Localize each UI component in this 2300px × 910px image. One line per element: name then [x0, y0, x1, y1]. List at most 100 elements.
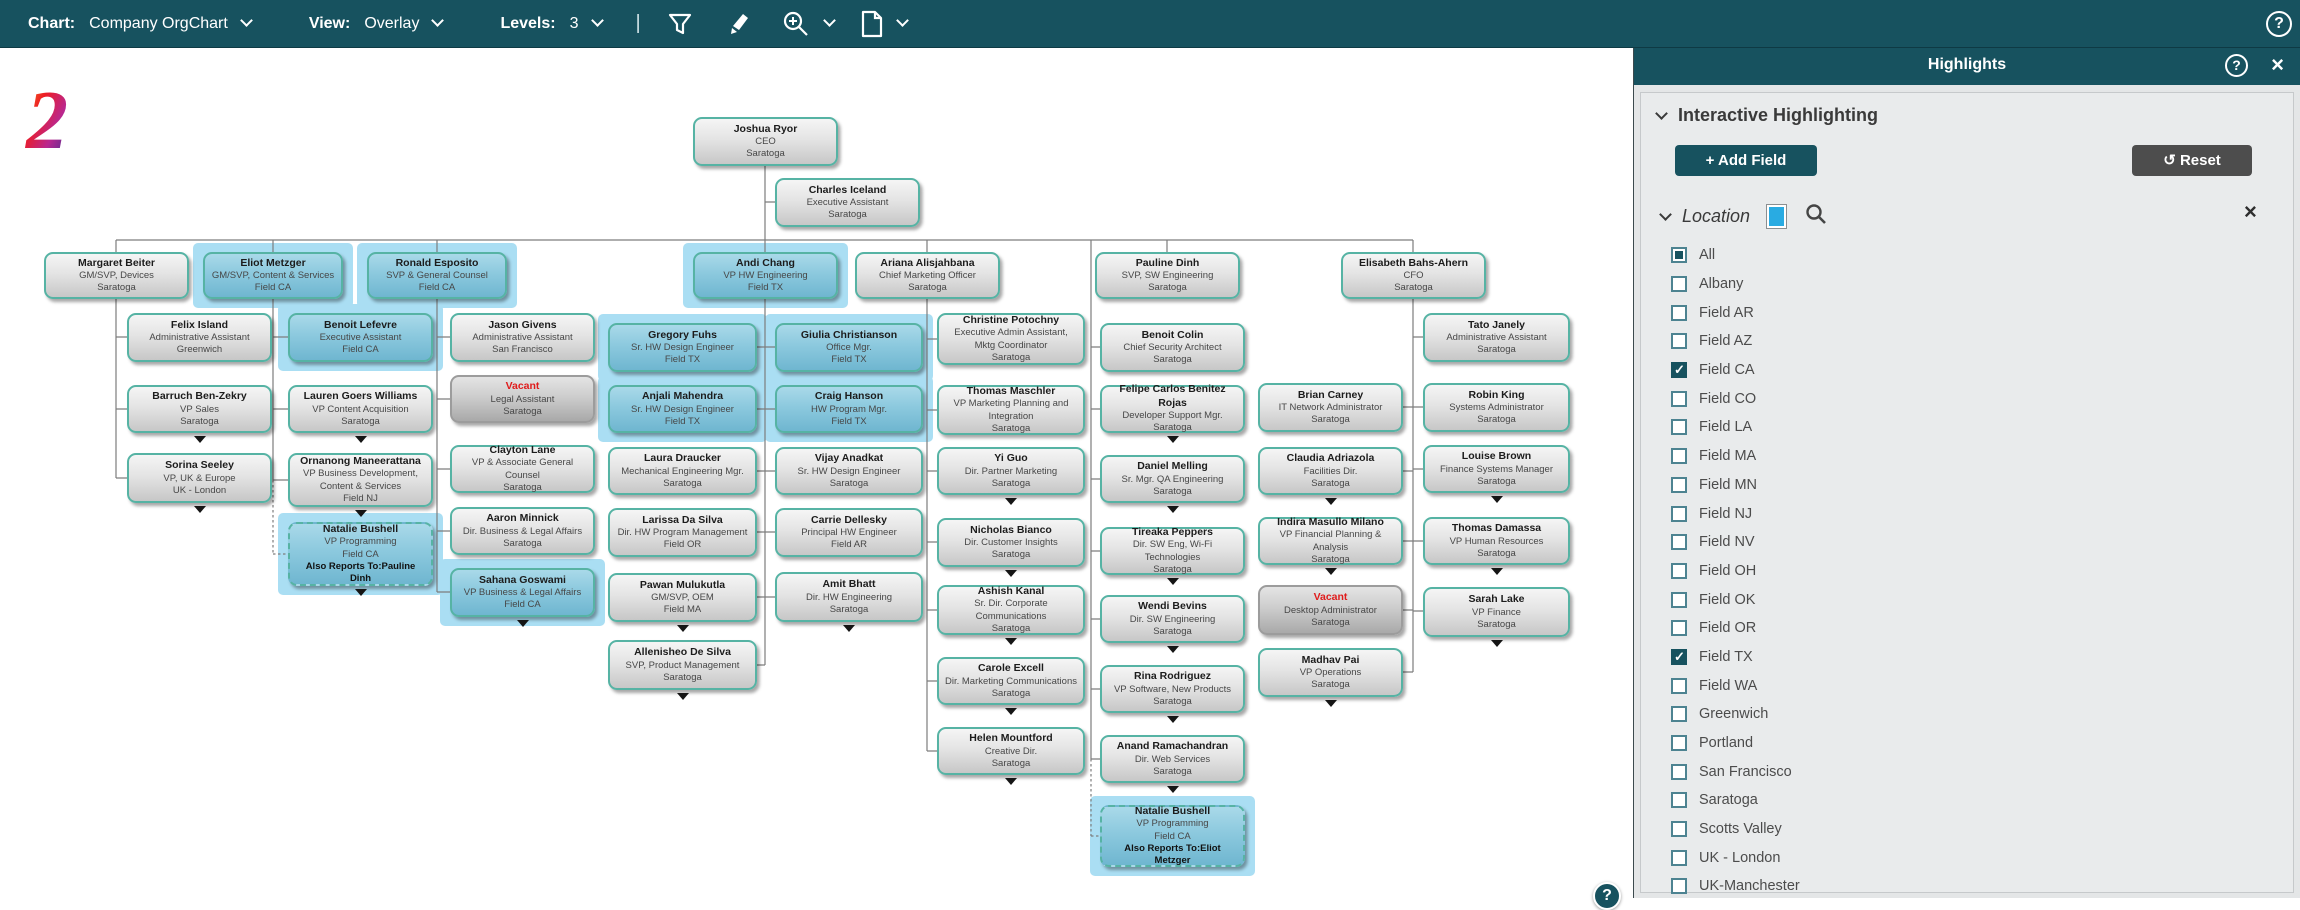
chevron-down-icon[interactable] — [822, 14, 836, 27]
location-option-field-or[interactable]: Field OR — [1671, 614, 2285, 643]
location-option-uk-london[interactable]: UK - London — [1671, 843, 2285, 872]
expand-children-icon[interactable] — [1166, 506, 1179, 513]
add-field-button[interactable]: + Add Field — [1675, 145, 1817, 176]
location-option-portland[interactable]: Portland — [1671, 729, 2285, 758]
expand-children-icon[interactable] — [1005, 778, 1017, 785]
location-option-greenwich[interactable]: Greenwich — [1671, 700, 2285, 729]
checkbox[interactable] — [1671, 333, 1687, 350]
zoom-icon[interactable] — [781, 9, 811, 39]
chevron-down-icon[interactable] — [590, 14, 604, 27]
document-icon[interactable] — [860, 10, 884, 38]
expand-children-icon[interactable] — [1166, 578, 1179, 585]
expand-children-icon[interactable] — [1324, 498, 1337, 505]
checkbox[interactable] — [1671, 276, 1687, 293]
location-field-header[interactable]: Location — [1659, 203, 1827, 230]
location-option-field-oh[interactable]: Field OH — [1671, 557, 2285, 586]
checkbox[interactable] — [1671, 591, 1687, 608]
location-option-saratoga[interactable]: Saratoga — [1671, 786, 2285, 815]
expand-children-icon[interactable] — [193, 436, 206, 443]
expand-children-icon[interactable] — [1166, 436, 1179, 443]
location-option-albany[interactable]: Albany — [1671, 270, 2285, 299]
expand-children-icon[interactable] — [1324, 568, 1337, 575]
checkbox[interactable] — [1671, 390, 1687, 407]
help-icon[interactable]: ? — [1593, 882, 1621, 910]
highlight-color-swatch[interactable] — [1766, 204, 1788, 229]
location-option-field-co[interactable]: Field CO — [1671, 384, 2285, 413]
view-select[interactable]: Overlay — [364, 14, 420, 32]
checkbox[interactable] — [1671, 735, 1687, 752]
checkbox[interactable] — [1671, 476, 1687, 493]
highlighter-icon[interactable] — [723, 10, 751, 38]
expand-children-icon[interactable] — [1166, 716, 1179, 723]
location-option-field-ar[interactable]: Field AR — [1671, 298, 2285, 327]
help-icon[interactable]: ? — [2266, 11, 2292, 37]
levels-select[interactable]: 3 — [569, 14, 579, 32]
expand-children-icon[interactable] — [1490, 568, 1503, 575]
search-icon[interactable] — [1805, 203, 1827, 230]
checkbox[interactable] — [1671, 362, 1687, 379]
expand-children-icon[interactable] — [1490, 640, 1503, 647]
checkbox[interactable] — [1671, 648, 1687, 665]
expand-children-icon[interactable] — [354, 510, 367, 517]
expand-children-icon[interactable] — [1166, 786, 1179, 793]
expand-children-icon[interactable] — [1005, 638, 1017, 645]
checkbox[interactable] — [1671, 620, 1687, 637]
chart-select[interactable]: Company OrgChart — [89, 14, 228, 32]
checkbox[interactable] — [1671, 878, 1687, 895]
filter-icon[interactable] — [667, 11, 693, 37]
location-option-all[interactable]: All — [1671, 241, 2285, 270]
expand-children-icon[interactable] — [1166, 646, 1179, 653]
location-option-field-la[interactable]: Field LA — [1671, 413, 2285, 442]
expand-children-icon[interactable] — [676, 625, 689, 632]
checkbox[interactable] — [1671, 706, 1687, 723]
help-icon[interactable]: ? — [2225, 54, 2248, 77]
expand-children-icon[interactable] — [1005, 570, 1017, 577]
location-option-uk-manchester[interactable]: UK-Manchester — [1671, 872, 2285, 901]
location-option-field-nv[interactable]: Field NV — [1671, 528, 2285, 557]
expand-children-icon[interactable] — [354, 589, 367, 596]
chevron-down-icon[interactable] — [239, 14, 253, 27]
checkbox[interactable] — [1671, 763, 1687, 780]
location-option-field-nj[interactable]: Field NJ — [1671, 499, 2285, 528]
checkbox[interactable] — [1671, 792, 1687, 809]
location-option-field-az[interactable]: Field AZ — [1671, 327, 2285, 356]
checkbox[interactable] — [1671, 849, 1687, 866]
location-option-field-ca[interactable]: Field CA — [1671, 356, 2285, 385]
location-option-field-mn[interactable]: Field MN — [1671, 471, 2285, 500]
expand-children-icon[interactable] — [676, 693, 689, 700]
